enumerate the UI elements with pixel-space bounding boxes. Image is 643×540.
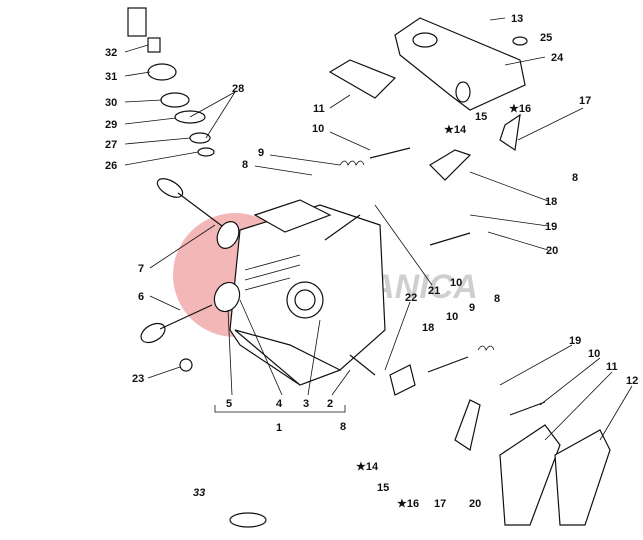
part-label: 26: [105, 160, 117, 172]
part-label: 18: [545, 196, 557, 208]
part-label: 27: [105, 139, 117, 151]
part-label: 8: [572, 172, 578, 184]
plug-33: [229, 512, 267, 528]
spring: [477, 345, 495, 351]
part-label: 9: [469, 302, 475, 314]
part-label: ★14: [356, 461, 379, 473]
valve-exhaust: [140, 304, 213, 344]
valve-seal-lower: [213, 281, 241, 313]
valve-guide: [324, 214, 361, 241]
leader-lines: [124, 17, 633, 441]
part-label: 32: [105, 47, 117, 59]
part-label: 18: [422, 322, 434, 334]
part-label: 22: [405, 292, 417, 304]
part-label: 29: [105, 119, 117, 131]
rocker-arm: [389, 364, 416, 396]
part-label: 8: [494, 293, 500, 305]
rocker-arm: [454, 399, 481, 451]
part-label: 8: [242, 159, 248, 171]
part-label: 2: [327, 398, 333, 410]
part-label: ★16: [509, 103, 531, 115]
part-label: 25: [540, 32, 552, 44]
valve-intake: [156, 178, 223, 227]
part-label: 12: [626, 375, 638, 387]
part-label: 15: [377, 482, 389, 494]
rocker-shaft: [369, 147, 411, 159]
part-label: 19: [569, 335, 581, 347]
rocker-arm: [499, 113, 521, 152]
rocker-shaft: [427, 356, 469, 373]
part-label: 11: [606, 361, 618, 373]
part-label: 10: [446, 311, 458, 323]
part-label: 10: [312, 123, 324, 135]
part-label: 30: [105, 97, 117, 109]
part-label: 17: [434, 498, 446, 510]
part-label: 10: [450, 277, 462, 289]
part-label: 31: [105, 71, 117, 83]
side-cover: [554, 429, 611, 526]
rocker-shaft: [429, 232, 471, 246]
part-label: 4: [276, 398, 283, 410]
part-label: 28: [232, 83, 244, 95]
part-label: 19: [545, 221, 557, 233]
sensor-assembly: [127, 7, 215, 157]
part-label: 33: [193, 487, 205, 499]
part-label: 10: [588, 348, 600, 360]
part-label: 8: [340, 421, 346, 433]
gasket-top: [328, 59, 397, 99]
spring: [339, 160, 365, 166]
part-label: 20: [469, 498, 481, 510]
valve-cover-top: [394, 17, 526, 111]
cylinder-head: [229, 199, 386, 386]
rocker-shaft: [509, 401, 546, 416]
group-bracket: [214, 405, 346, 413]
part-label: 1: [276, 422, 282, 434]
part-label: 21: [428, 285, 440, 297]
part-label: ★14: [444, 124, 467, 136]
part-label: 13: [511, 13, 523, 25]
part-label: ★16: [397, 498, 419, 510]
part-label: 24: [551, 52, 564, 64]
cap-25: [512, 36, 528, 46]
part-label: 5: [226, 398, 232, 410]
part-label: 9: [258, 147, 264, 159]
part-label: 17: [579, 95, 591, 107]
plug-23: [179, 358, 193, 372]
part-label: 11: [313, 103, 325, 115]
rocker-arm: [429, 149, 472, 181]
part-label: 15: [475, 111, 487, 123]
part-label: 20: [546, 245, 558, 257]
part-label: 7: [138, 263, 144, 275]
valve-guide: [349, 354, 376, 376]
gasket-side: [499, 424, 561, 526]
part-labels: 32 31 30 29 28 27 26 13 25 24 11 17 ★16 …: [105, 13, 638, 510]
valve-seal-upper: [216, 221, 240, 249]
part-label: 6: [138, 291, 144, 303]
part-label: 3: [303, 398, 309, 410]
part-label: 23: [132, 373, 144, 385]
